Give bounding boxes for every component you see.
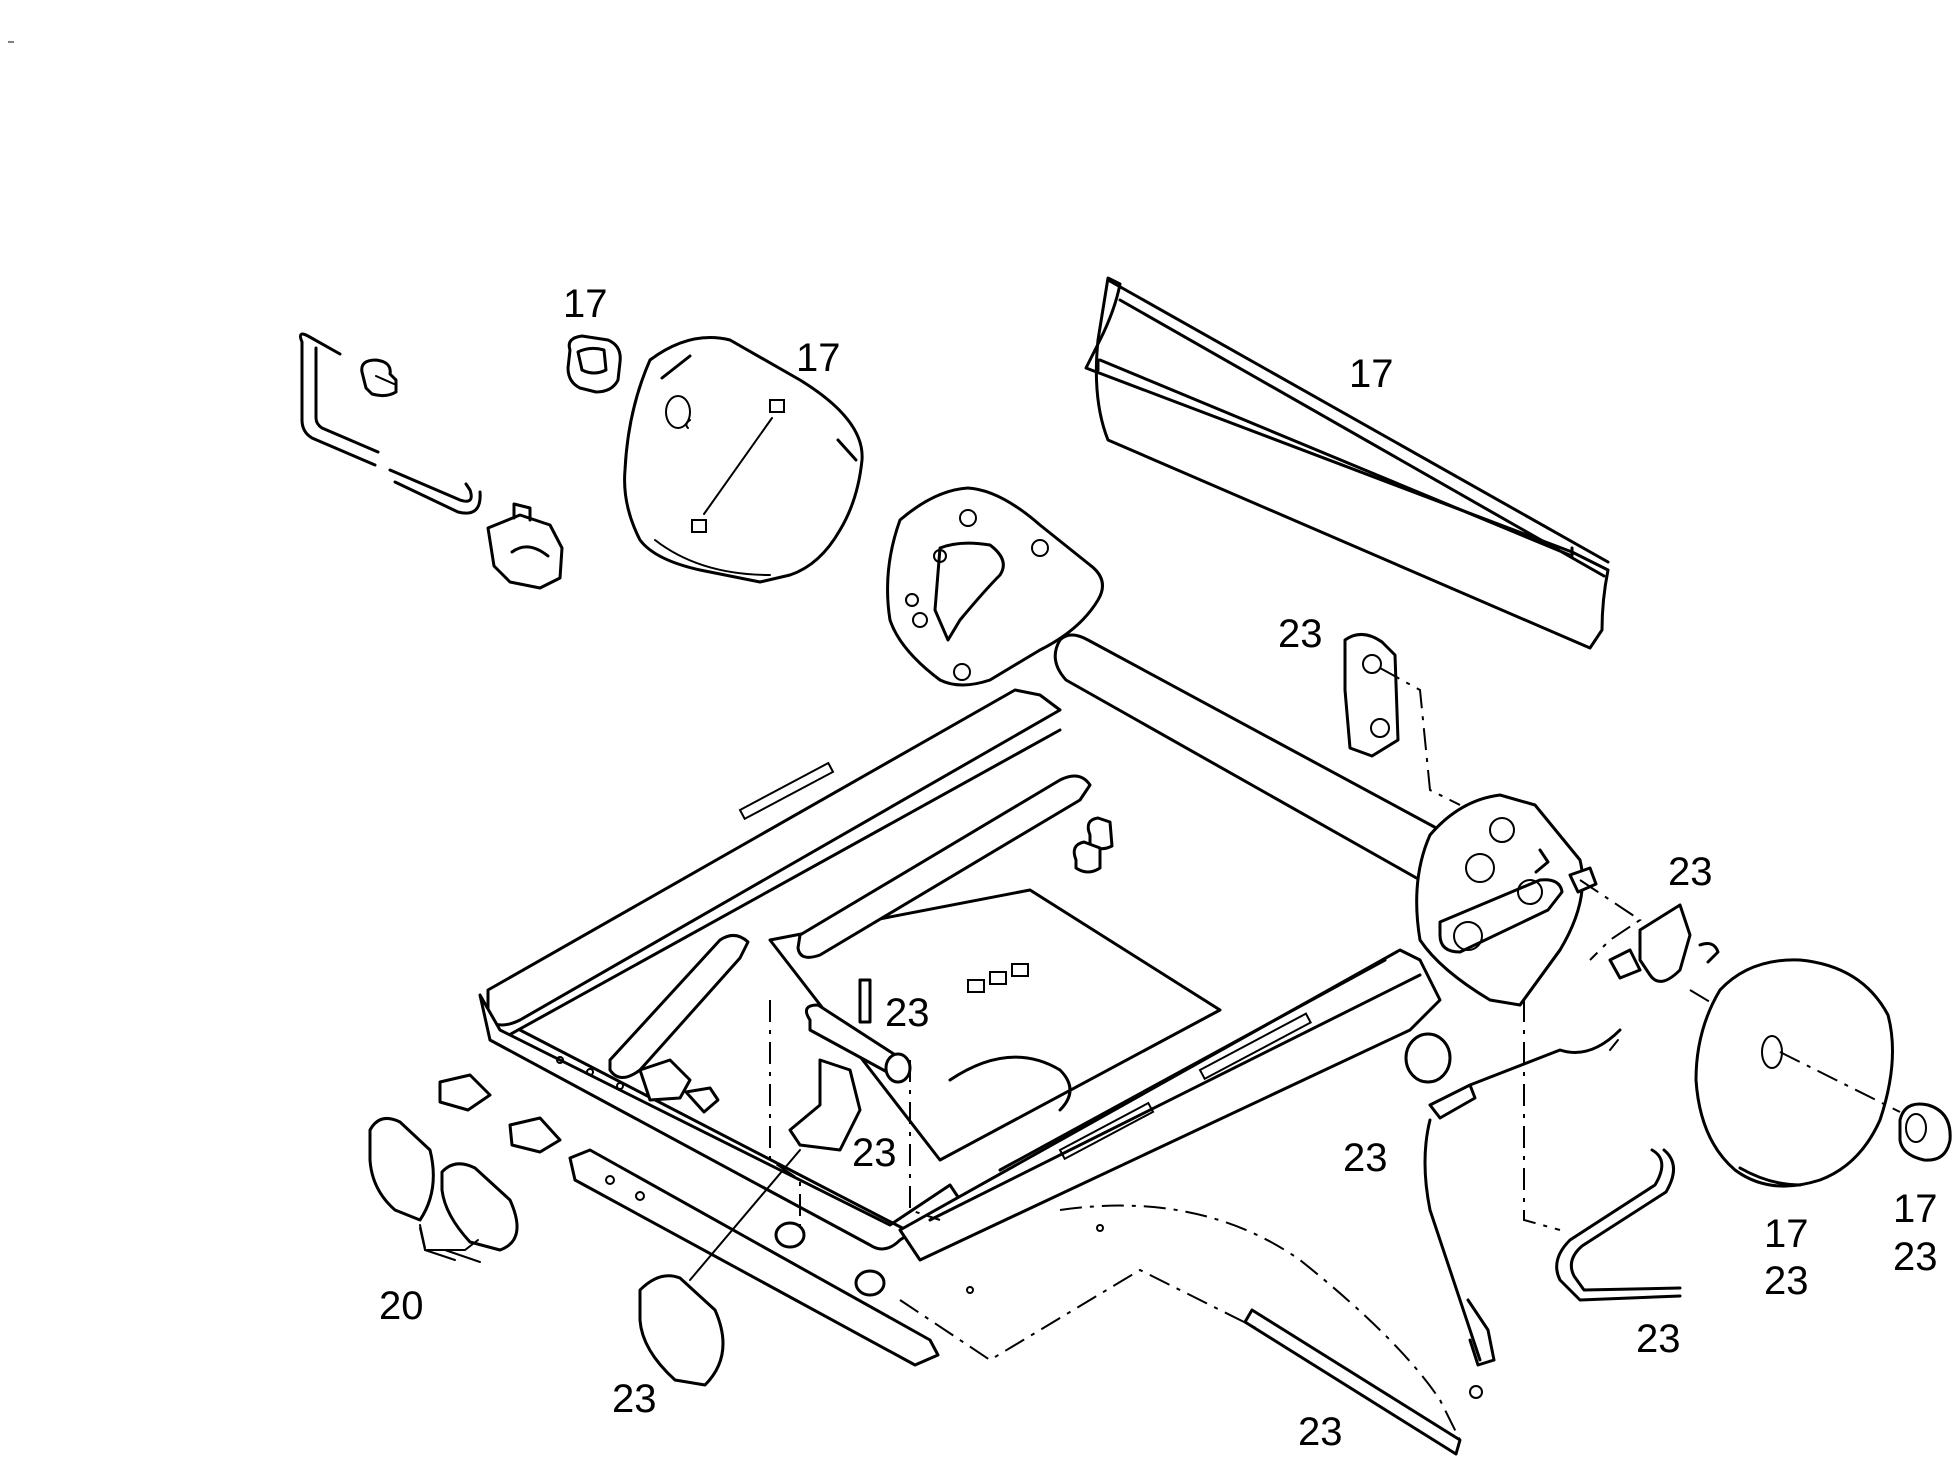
callout-17-side-cover-left: 17	[796, 336, 841, 380]
callout-23-hinge: 23	[1668, 850, 1713, 894]
pivot-leader	[769, 1000, 941, 1230]
left-side-plate	[886, 486, 1104, 687]
bushing	[566, 334, 622, 394]
callout-23-bent-rod: 23	[1636, 1317, 1681, 1361]
callout-20-pedals: 20	[379, 1284, 424, 1328]
mounting-clip	[486, 502, 564, 590]
pedals	[368, 1073, 562, 1263]
pedals-leader	[419, 1227, 479, 1261]
frame-bushings	[774, 1032, 1452, 1297]
bracket-plate	[1343, 633, 1400, 758]
side-cover-right	[1694, 958, 1894, 1188]
callout-labels: 17 17 17 23 23 23 23 23 17 23 17 23 23 2…	[379, 282, 1938, 1454]
rod-leader	[1523, 1000, 1561, 1231]
callout-23-foot-pad: 23	[612, 1377, 657, 1421]
cable-assembly	[1423, 1028, 1622, 1399]
callout-23-pin: 23	[885, 991, 930, 1035]
foot-pad-leader	[689, 1149, 801, 1281]
bent-tube-rod	[299, 332, 482, 515]
inner-linkage	[608, 774, 1114, 1114]
pivot-handle	[788, 978, 912, 1152]
bent-rod	[1555, 1148, 1682, 1302]
side-cover-left	[623, 336, 864, 584]
foot-pad	[638, 1274, 725, 1387]
long-rod-leader	[899, 1268, 1261, 1362]
callout-17-side-cover-right: 17	[1764, 1212, 1809, 1256]
callout-17-cover-strip: 17	[1349, 352, 1394, 396]
callout-23-pivot: 23	[852, 1131, 897, 1175]
callout-23-long-rod: 23	[1298, 1410, 1343, 1454]
callout-17-bushing: 17	[563, 282, 608, 326]
callout-23-cable: 23	[1343, 1136, 1388, 1180]
callout-23-end-cap: 23	[1893, 1235, 1938, 1279]
runner-bar	[568, 1148, 940, 1367]
hinge-parts	[1568, 866, 1720, 983]
cover-strip	[1084, 276, 1610, 650]
end-cap	[1898, 1102, 1952, 1162]
callout-17-end-cap: 17	[1893, 1187, 1938, 1231]
bracket-leader	[1379, 667, 1461, 806]
small-bolt	[360, 358, 398, 398]
seat-pan	[768, 888, 1222, 1162]
callout-23-bracket-plate: 23	[1278, 612, 1323, 656]
seat-frame	[478, 688, 1442, 1294]
callout-23-side-cover-right: 23	[1764, 1259, 1809, 1303]
right-side-plate	[1415, 793, 1584, 1007]
